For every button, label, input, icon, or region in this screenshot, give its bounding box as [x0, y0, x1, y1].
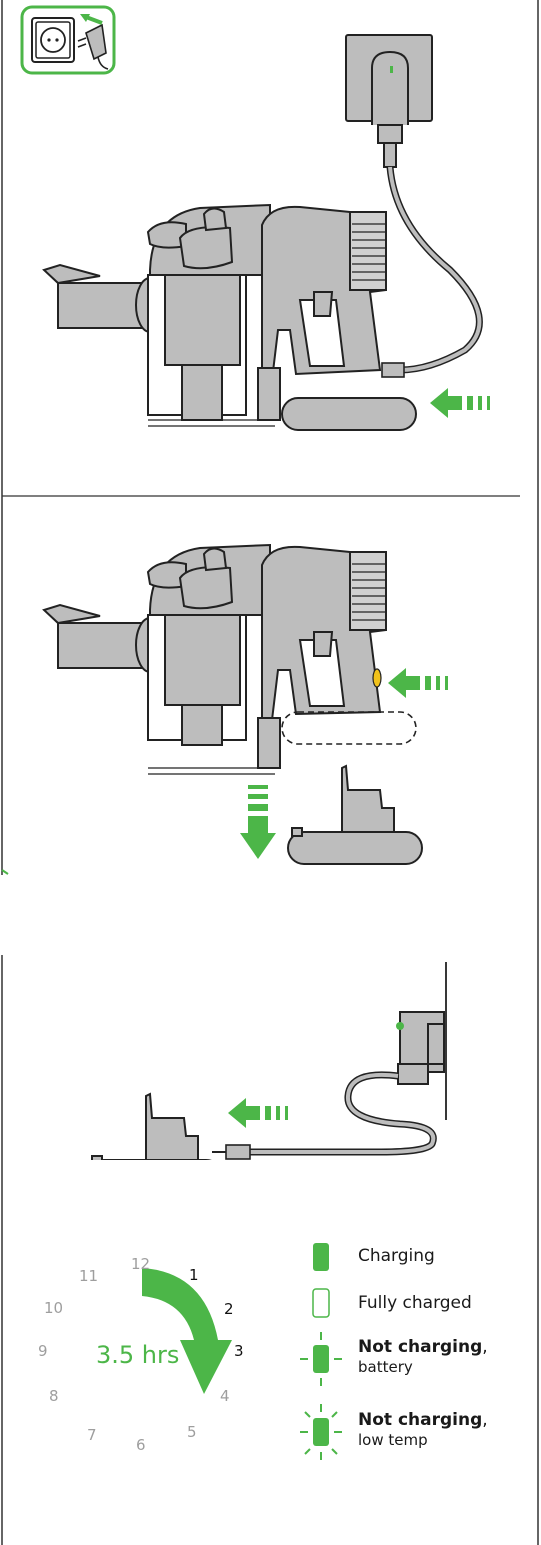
clock-2: 2	[224, 1300, 234, 1318]
arrow-left-icon	[388, 668, 460, 698]
arrow-left-icon	[228, 1098, 300, 1128]
clock-6: 6	[136, 1436, 146, 1454]
legend-not-charging-battery-label: Not charging, battery	[358, 1337, 488, 1377]
legend-fully-charged-label: Fully charged	[358, 1293, 472, 1313]
legend-fully-charged-icon	[312, 1288, 330, 1318]
arrow-down-icon	[240, 785, 276, 859]
wall-socket-plug-icon	[20, 5, 116, 75]
legend-not-charging-temp-bold: Not charging	[358, 1410, 483, 1430]
charge-time-clock: 12 1 2 3 4 5 6 7 8 9 10 11 3.5 hrs	[0, 1230, 300, 1530]
indicator-light-icon	[297, 1330, 347, 1390]
legend-not-charging-battery-bold: Not charging	[358, 1337, 483, 1357]
clock-5: 5	[187, 1423, 197, 1441]
legend-not-charging-temp-rest: low temp	[358, 1431, 428, 1449]
clock-8: 8	[49, 1387, 59, 1405]
battery-removal-illustration	[42, 543, 423, 865]
clock-9: 9	[38, 1342, 48, 1360]
legend-not-charging-battery-rest: battery	[358, 1358, 413, 1376]
legend-charging-icon	[312, 1242, 330, 1272]
legend-charging-label: Charging	[358, 1246, 435, 1266]
clock-7: 7	[87, 1426, 97, 1444]
clock-4: 4	[220, 1387, 230, 1405]
indicator-light-icon	[297, 1402, 347, 1464]
clock-1: 1	[189, 1266, 199, 1284]
battery-charger-illustration	[91, 962, 447, 1160]
legend-comma: ,	[482, 1410, 488, 1430]
clock-3: 3	[234, 1342, 244, 1360]
vacuum-charging-illustration	[42, 34, 483, 431]
legend-not-charging-temp-label: Not charging, low temp	[358, 1410, 488, 1450]
legend-comma: ,	[482, 1337, 488, 1357]
clock-arrow-icon	[142, 1268, 232, 1394]
clock-11: 11	[79, 1267, 99, 1285]
clock-12: 12	[131, 1255, 151, 1273]
clock-10: 10	[44, 1299, 64, 1317]
arrow-left-icon	[430, 388, 500, 418]
charge-duration: 3.5 hrs	[96, 1341, 180, 1369]
